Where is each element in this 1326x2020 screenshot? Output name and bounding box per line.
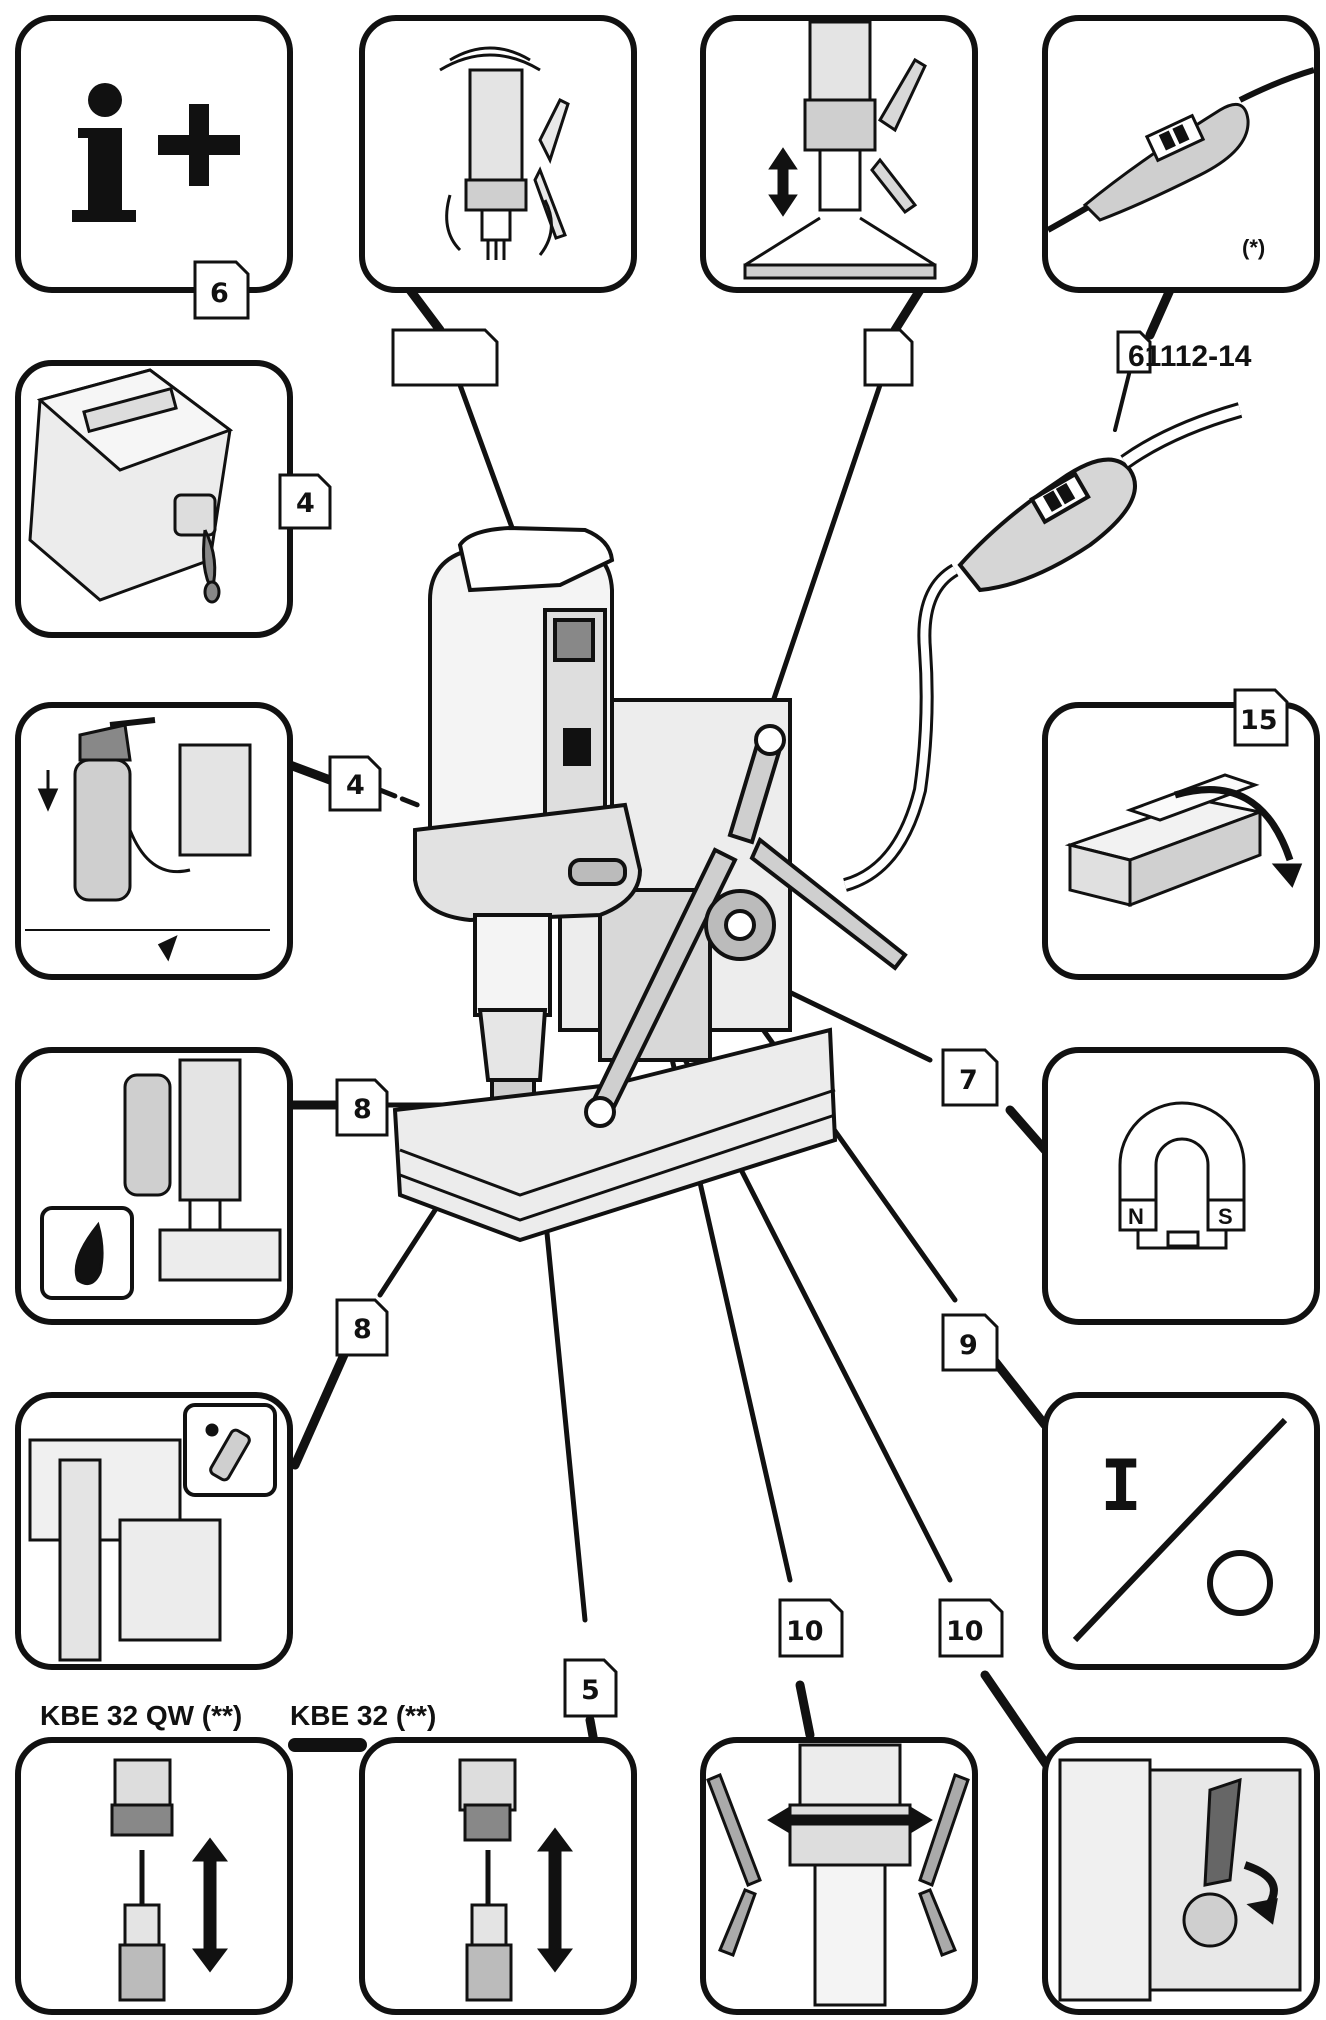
on-off-switch-icon bbox=[1072, 1417, 1288, 1643]
lubrication-icon bbox=[40, 1058, 282, 1300]
panel-arbor-qw bbox=[15, 1737, 293, 2015]
accessory-note: (*) bbox=[1242, 235, 1265, 260]
arbor-standard-icon bbox=[458, 1758, 573, 2002]
panel-info bbox=[15, 15, 293, 293]
ref-coolant: 4 bbox=[346, 770, 365, 801]
ref-storage: 15 bbox=[1240, 705, 1278, 736]
ref-lubricate: 8 bbox=[353, 1094, 372, 1125]
ref-arbor: 5 bbox=[581, 1675, 600, 1706]
switch-on-symbol: I bbox=[1100, 1445, 1142, 1527]
ref-info: 6 bbox=[210, 278, 229, 309]
model-label-qw: KBE 32 QW (**) bbox=[40, 1700, 242, 1731]
panel-arbor-std bbox=[359, 1737, 637, 2015]
handle-mount-icon bbox=[1058, 1758, 1302, 2002]
model-label-std: KBE 32 (**) bbox=[290, 1700, 436, 1731]
spray-icon bbox=[28, 1403, 277, 1662]
coolant-bottle-icon bbox=[25, 717, 270, 962]
ref-tag-vibration bbox=[391, 328, 499, 387]
inline-switch-on-cable bbox=[957, 457, 1137, 593]
handle-swap-icon bbox=[706, 1743, 970, 2007]
cable-inline-switch-icon bbox=[1046, 67, 1315, 233]
accessory-code: 61112-14 bbox=[1128, 340, 1252, 373]
ref-tag-depth bbox=[863, 328, 914, 387]
oil-bottle-icon bbox=[28, 368, 234, 604]
magnet-south-label: S bbox=[1218, 1204, 1233, 1229]
drill-depth-icon bbox=[743, 20, 937, 280]
ref-spray: 8 bbox=[353, 1314, 372, 1345]
ref-oil: 4 bbox=[296, 488, 315, 519]
vibrating-drill-icon bbox=[439, 46, 570, 260]
magnet-icon bbox=[1118, 1101, 1246, 1250]
magnetic-drill-main bbox=[392, 402, 1243, 1243]
storage-case-icon bbox=[1064, 773, 1303, 908]
ref-tag-cable bbox=[1116, 330, 1152, 374]
arbor-qw-icon bbox=[110, 1758, 228, 2002]
info-plus-icon bbox=[72, 83, 240, 222]
magnet-north-label: N bbox=[1128, 1204, 1144, 1229]
ref-magnet: 7 bbox=[959, 1065, 978, 1096]
panel-magnet bbox=[1042, 1047, 1320, 1325]
ref-handle-left: 10 bbox=[786, 1616, 824, 1647]
ref-handle-right: 10 bbox=[946, 1616, 984, 1647]
ref-switch: 9 bbox=[959, 1330, 978, 1361]
